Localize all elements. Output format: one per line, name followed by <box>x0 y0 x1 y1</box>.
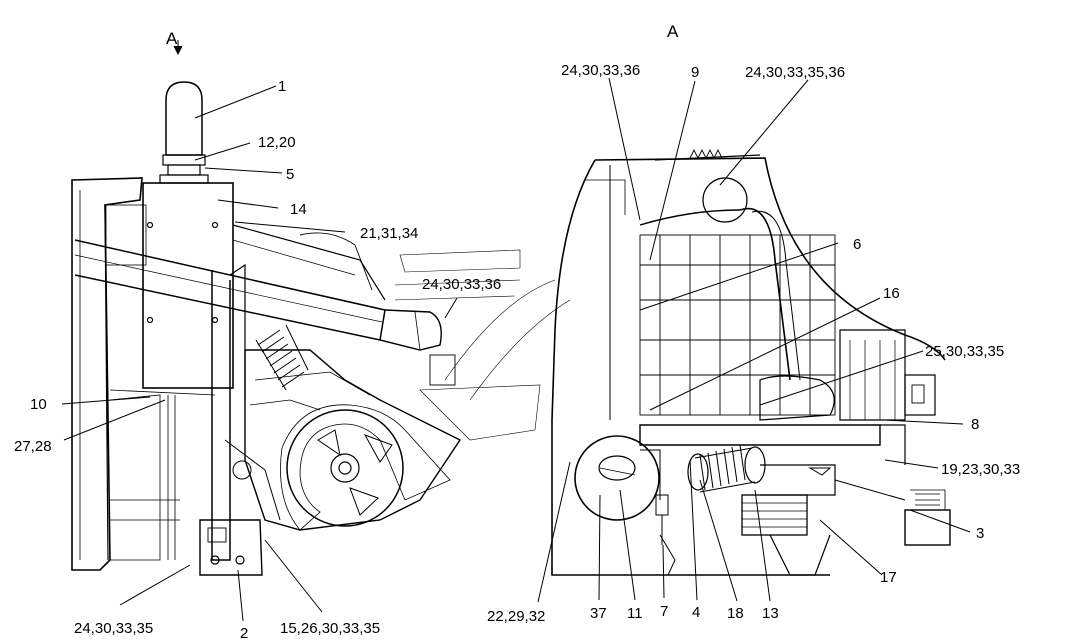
callout-7: 7 <box>660 603 668 620</box>
callout-9: 9 <box>691 64 699 81</box>
callout-16: 16 <box>883 285 900 302</box>
callout-5: 5 <box>286 166 294 183</box>
callout-22-29-32: 22,29,32 <box>487 608 545 625</box>
callout-14: 14 <box>290 201 307 218</box>
callout-12-20: 12,20 <box>258 134 296 151</box>
callout-37: 37 <box>590 605 607 622</box>
callout-24-30-33-36-top: 24,30,33,36 <box>561 62 640 79</box>
view-letter-right: A <box>667 22 679 41</box>
callout-1: 1 <box>278 78 286 95</box>
left-bellows <box>255 324 309 391</box>
leader-lines <box>61 40 971 622</box>
phantom-outline <box>394 249 571 441</box>
callout-19-23-30-33: 19,23,30,33 <box>941 461 1020 478</box>
callout-17: 17 <box>880 569 897 586</box>
callout-labels: A A 1 12,20 5 14 21,31,34 24,30,33,36 10… <box>14 22 1020 642</box>
callout-2: 2 <box>240 625 248 642</box>
callout-27-28: 27,28 <box>14 438 52 455</box>
callout-24-30-33-35-36: 24,30,33,35,36 <box>745 64 845 81</box>
callout-24-30-33-35-bottom: 24,30,33,35 <box>74 620 153 637</box>
callout-24-30-33-36-mid: 24,30,33,36 <box>422 276 501 293</box>
callout-25-30-33-35: 25,30,33,35 <box>925 343 1004 360</box>
radiator-block <box>639 234 836 416</box>
left-view <box>71 81 462 576</box>
callout-13: 13 <box>762 605 779 622</box>
callout-11: 11 <box>627 605 643 622</box>
callout-4: 4 <box>692 604 700 621</box>
callout-6: 6 <box>853 236 861 253</box>
callout-10: 10 <box>30 396 47 413</box>
callout-18: 18 <box>727 605 744 622</box>
callout-21-31-34: 21,31,34 <box>360 225 418 242</box>
view-letter-left: A <box>166 29 178 48</box>
callout-3: 3 <box>976 525 984 542</box>
callout-15-26-30-33-35: 15,26,30,33,35 <box>280 620 380 637</box>
right-view <box>551 148 951 576</box>
callout-8: 8 <box>971 416 979 433</box>
right-bellows <box>694 444 756 493</box>
